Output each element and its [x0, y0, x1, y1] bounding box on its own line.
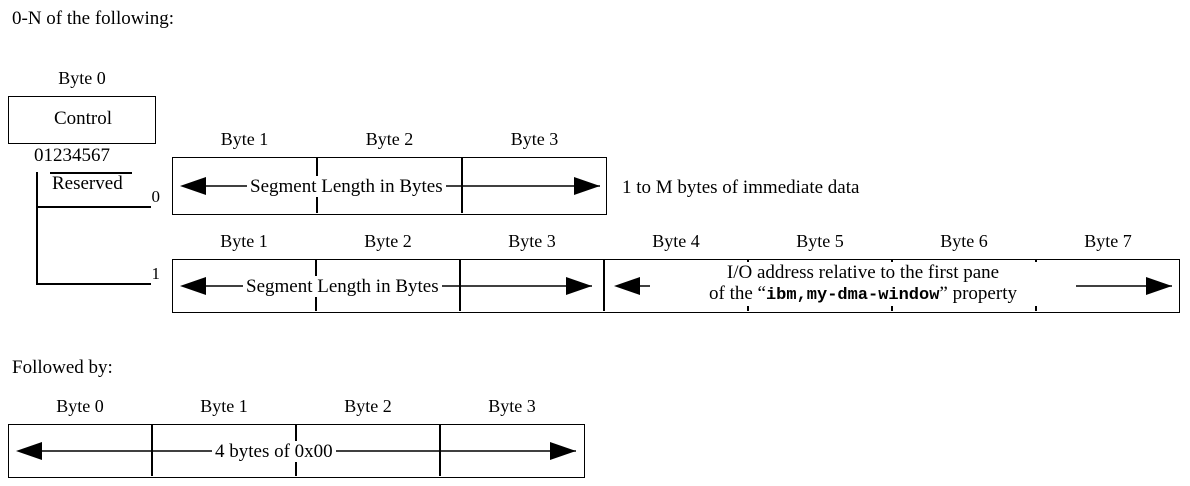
- bit0-bracket-stem: [36, 172, 38, 284]
- dma-address-line-2: of the “ibm,my-dma-window” property: [653, 283, 1073, 306]
- control-byte-label: Byte 0: [58, 68, 106, 88]
- trailer-arrow-label: 4 bytes of 0x00: [212, 441, 336, 462]
- immediate-byte-label-1: Byte 1: [220, 129, 269, 149]
- bit0-branch-row1: [36, 283, 151, 285]
- immediate-length-arrow-label: Segment Length in Bytes: [247, 176, 446, 197]
- control-bit-numbers: 01234567: [34, 145, 110, 166]
- trailer-byte-label-1: Byte 1: [200, 396, 248, 416]
- immediate-byte-label-2: Byte 2: [365, 129, 414, 149]
- dma-byte-label-7: Byte 7: [1084, 231, 1132, 251]
- trailer-byte-label-0: Byte 0: [56, 396, 104, 416]
- dma-address-line-2-suffix: ” property: [939, 283, 1017, 304]
- dma-byte-label-2: Byte 2: [364, 231, 412, 251]
- row-index-1: 1: [151, 264, 161, 283]
- dma-address-line-2-prefix: of the “: [709, 283, 766, 304]
- dma-byte-label-4: Byte 4: [652, 231, 700, 251]
- control-byte-box: Control: [8, 96, 156, 144]
- control-byte-name: Control: [53, 108, 113, 129]
- reserved-span-line: [50, 172, 132, 174]
- dma-byte-label-3: Byte 3: [508, 231, 556, 251]
- immediate-data-note: 1 to M bytes of immediate data: [622, 177, 860, 198]
- dma-byte-label-5: Byte 5: [796, 231, 844, 251]
- dma-length-arrow-label: Segment Length in Bytes: [243, 276, 442, 297]
- trailer-byte-label-3: Byte 3: [488, 396, 536, 416]
- dma-window-property-name: ibm,my-dma-window: [765, 286, 940, 305]
- row-index-0: 0: [151, 187, 161, 206]
- dma-address-arrow-label: I/O address relative to the first pane o…: [650, 262, 1076, 306]
- dma-cell-divider-3: [603, 260, 605, 311]
- bit0-branch-row0: [36, 206, 151, 208]
- reserved-label: Reserved: [52, 173, 123, 194]
- dma-byte-label-6: Byte 6: [940, 231, 988, 251]
- trailer-byte-label-2: Byte 2: [344, 396, 392, 416]
- dma-address-line-1: I/O address relative to the first pane: [726, 262, 1000, 283]
- immediate-byte-label-3: Byte 3: [510, 129, 559, 149]
- followed-by-caption: Followed by:: [12, 357, 113, 378]
- intro-caption: 0-N of the following:: [12, 8, 175, 29]
- dma-byte-label-1: Byte 1: [220, 231, 268, 251]
